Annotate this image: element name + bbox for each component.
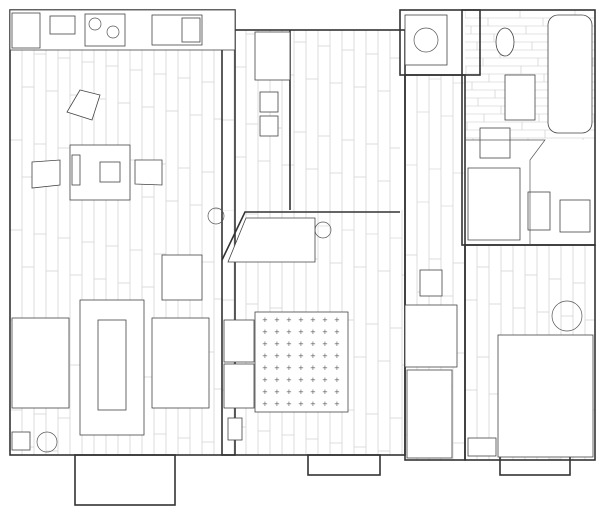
bed-pattern-mark: + <box>322 376 328 384</box>
coffee-table <box>97 319 127 411</box>
bed-pattern-mark: + <box>262 352 268 360</box>
bathroom <box>404 14 593 245</box>
toilet <box>495 27 515 57</box>
bed-pattern-mark: + <box>298 340 304 348</box>
bed-pattern-mark: + <box>310 376 316 384</box>
bed-pattern-mark: + <box>262 328 268 336</box>
bed-pattern-mark: + <box>274 364 280 372</box>
bed-pattern-mark: + <box>274 400 280 408</box>
kitchen-counter <box>9 9 236 51</box>
bed-pattern-mark: + <box>322 352 328 360</box>
bed-pattern-mark: + <box>274 328 280 336</box>
plant <box>207 207 225 225</box>
bed-pattern-mark: + <box>322 316 328 324</box>
nightstand <box>223 319 255 363</box>
bed-pattern-mark: + <box>286 364 292 372</box>
rug <box>551 300 583 332</box>
bed-pattern-mark: + <box>334 364 340 372</box>
bed-pattern-mark: + <box>274 316 280 324</box>
bed-pattern-mark: + <box>322 364 328 372</box>
chair <box>31 159 61 189</box>
bed-pattern-mark: + <box>262 376 268 384</box>
bed-pattern-mark: + <box>310 388 316 396</box>
bed-pattern-mark: + <box>334 352 340 360</box>
bed-pattern-mark: + <box>310 328 316 336</box>
bed-pattern-mark: + <box>274 388 280 396</box>
nightstand <box>223 363 255 409</box>
plant <box>36 431 58 453</box>
bed-pattern-mark: + <box>298 352 304 360</box>
bed-pattern-mark: + <box>334 376 340 384</box>
bed-pattern-mark: + <box>274 376 280 384</box>
hallway <box>254 31 332 239</box>
bed-pattern-mark: + <box>334 400 340 408</box>
bed-pattern-mark: + <box>286 400 292 408</box>
sink <box>559 199 591 233</box>
bed-pattern-mark: + <box>286 316 292 324</box>
bed-pattern-mark: + <box>334 316 340 324</box>
bed-pattern-mark: + <box>286 376 292 384</box>
shower <box>467 167 521 241</box>
bed-pattern-mark: + <box>262 364 268 372</box>
bed-pattern-mark: + <box>322 388 328 396</box>
shoe-rack <box>254 31 291 81</box>
window <box>307 454 381 476</box>
bed-pattern-mark: + <box>286 328 292 336</box>
bed-pattern-mark: + <box>274 352 280 360</box>
bed-pattern-mark: + <box>286 388 292 396</box>
bed-pattern-mark: + <box>298 364 304 372</box>
bed-pattern: + + + + + + + + + + + + + + + + + + + + + + + + + + + + + + + + + + + + + + + +… <box>262 316 340 408</box>
rack <box>404 304 458 368</box>
bed-pattern-mark: + <box>334 328 340 336</box>
wardrobe <box>227 217 316 263</box>
bed-pattern-mark: + <box>262 316 268 324</box>
bed-pattern-mark: + <box>274 340 280 348</box>
bed-pattern-mark: + <box>322 400 328 408</box>
balcony <box>74 454 176 506</box>
bed-pattern-mark: + <box>310 352 316 360</box>
bed-pattern-mark: + <box>310 400 316 408</box>
dining-table <box>31 89 163 201</box>
bed <box>254 311 349 413</box>
sofa <box>151 317 210 409</box>
bed-pattern-mark: + <box>298 388 304 396</box>
bed-pattern-mark: + <box>262 340 268 348</box>
bed-pattern-mark: + <box>334 388 340 396</box>
living-area <box>11 207 225 453</box>
bed-pattern-mark: + <box>310 340 316 348</box>
bed-pattern-mark: + <box>262 388 268 396</box>
bed-pattern-mark: + <box>298 328 304 336</box>
chair <box>66 89 101 121</box>
chair <box>134 159 163 186</box>
bed-pattern-mark: + <box>322 340 328 348</box>
floor-planks <box>222 30 400 210</box>
sink <box>49 15 76 35</box>
sofa <box>11 317 70 409</box>
bed-pattern-mark: + <box>310 316 316 324</box>
bed-pattern-mark: + <box>298 400 304 408</box>
folding-rack <box>161 254 203 301</box>
bed-pattern-mark: + <box>286 352 292 360</box>
fridge <box>11 12 41 49</box>
bed-pattern-mark: + <box>334 340 340 348</box>
bed-pattern-mark: + <box>262 400 268 408</box>
bedroom <box>223 217 349 441</box>
right-rooms <box>404 269 594 459</box>
towel-rack <box>504 74 536 121</box>
bathtub <box>547 14 593 134</box>
window <box>499 454 571 476</box>
bed-pattern-mark: + <box>298 316 304 324</box>
bed-pattern-mark: + <box>322 328 328 336</box>
bed-pattern-mark: + <box>310 364 316 372</box>
wardrobe <box>406 369 453 459</box>
washing-machine <box>404 14 448 66</box>
sink <box>479 127 511 159</box>
bed-pattern-mark: + <box>286 340 292 348</box>
bed-pattern-mark: + <box>298 376 304 384</box>
bed <box>497 334 594 458</box>
